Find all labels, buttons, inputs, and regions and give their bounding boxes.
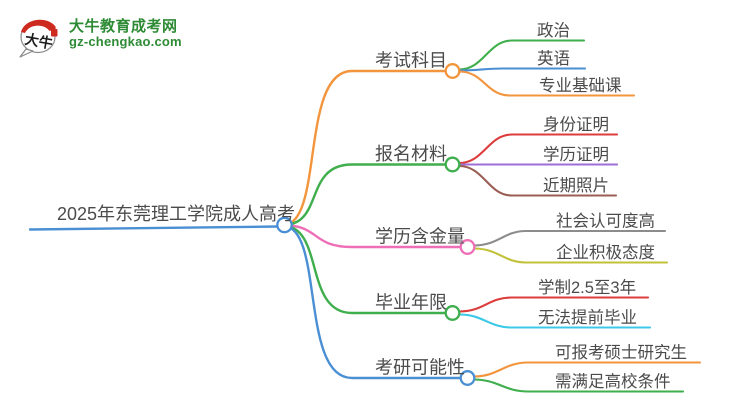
sub-label-education-proof: 学历证明 [543, 145, 609, 164]
branch-label-exam-subjects: 考试科目 [375, 51, 447, 71]
sub-label-meet-university-conditions: 需满足高校条件 [555, 372, 671, 391]
edge-application-materials [282, 163, 448, 227]
branch-label-application-materials: 报名材料 [375, 144, 447, 164]
edge-graduation-duration [282, 224, 448, 315]
logo-title: 大牛教育成考网 [69, 17, 178, 35]
sub-label-can-apply-master: 可报考硕士研究生 [555, 343, 687, 362]
edge-schooling-years [457, 296, 650, 313]
edge-social-recognition [472, 229, 667, 247]
edge-enterprise-attitude [472, 247, 669, 264]
branch-label-postgraduate-possibility: 考研可能性 [375, 358, 465, 378]
node-circle-postgraduate-possibility [459, 370, 476, 386]
edge-can-apply-master [472, 361, 702, 378]
edge-postgraduate-possibility [282, 224, 463, 380]
sub-label-identity-proof: 身份证明 [543, 115, 609, 134]
logo-red-cap [21, 19, 56, 33]
edge-meet-university-conditions [472, 378, 685, 393]
edge-degree-value [282, 223, 463, 249]
sub-label-schooling-years: 学制2.5至3年 [538, 278, 636, 297]
daniu-logo-icon: 大牛 [19, 19, 58, 58]
branch-label-degree-value: 学历含金量 [375, 227, 465, 247]
edge-english [457, 67, 587, 72]
edge-identity-proof [457, 133, 619, 165]
sub-label-politics: 政治 [537, 21, 570, 40]
node-circle-exam-subjects [444, 63, 461, 79]
sub-label-recent-photo: 近期照片 [543, 176, 609, 195]
root-underline [28, 225, 280, 231]
edge-major-basic-course [457, 70, 636, 97]
sub-label-major-basic-course: 专业基础课 [539, 76, 622, 95]
edge-no-early-graduation [457, 313, 652, 329]
edge-exam-subjects [282, 69, 448, 227]
edge-recent-photo [457, 164, 618, 197]
logo-subtitle: gz-chengkao.com [69, 34, 182, 50]
node-circle-graduation-duration [444, 305, 461, 321]
speech-bubble-tail [19, 48, 34, 58]
branch-label-graduation-duration: 毕业年限 [375, 293, 447, 313]
sub-label-social-recognition: 社会认可度高 [556, 212, 655, 231]
node-circle-degree-value [459, 239, 476, 255]
sub-label-no-early-graduation: 无法提前毕业 [538, 308, 637, 327]
edge-politics [457, 39, 586, 71]
root-node-circle [276, 216, 293, 234]
logo-red-seal [51, 29, 58, 37]
sub-label-english: 英语 [537, 49, 570, 68]
logo-text-block: 大牛教育成考网 gz-chengkao.com [69, 18, 182, 50]
sub-label-enterprise-attitude: 企业积极态度 [556, 243, 655, 262]
node-circle-application-materials [444, 156, 461, 173]
root-label: 2025年东莞理工学院成人高考 [57, 204, 295, 224]
logo-icon-text: 大牛 [24, 31, 54, 52]
site-logo: 大牛 大牛教育成考网 gz-chengkao.com [16, 10, 182, 58]
